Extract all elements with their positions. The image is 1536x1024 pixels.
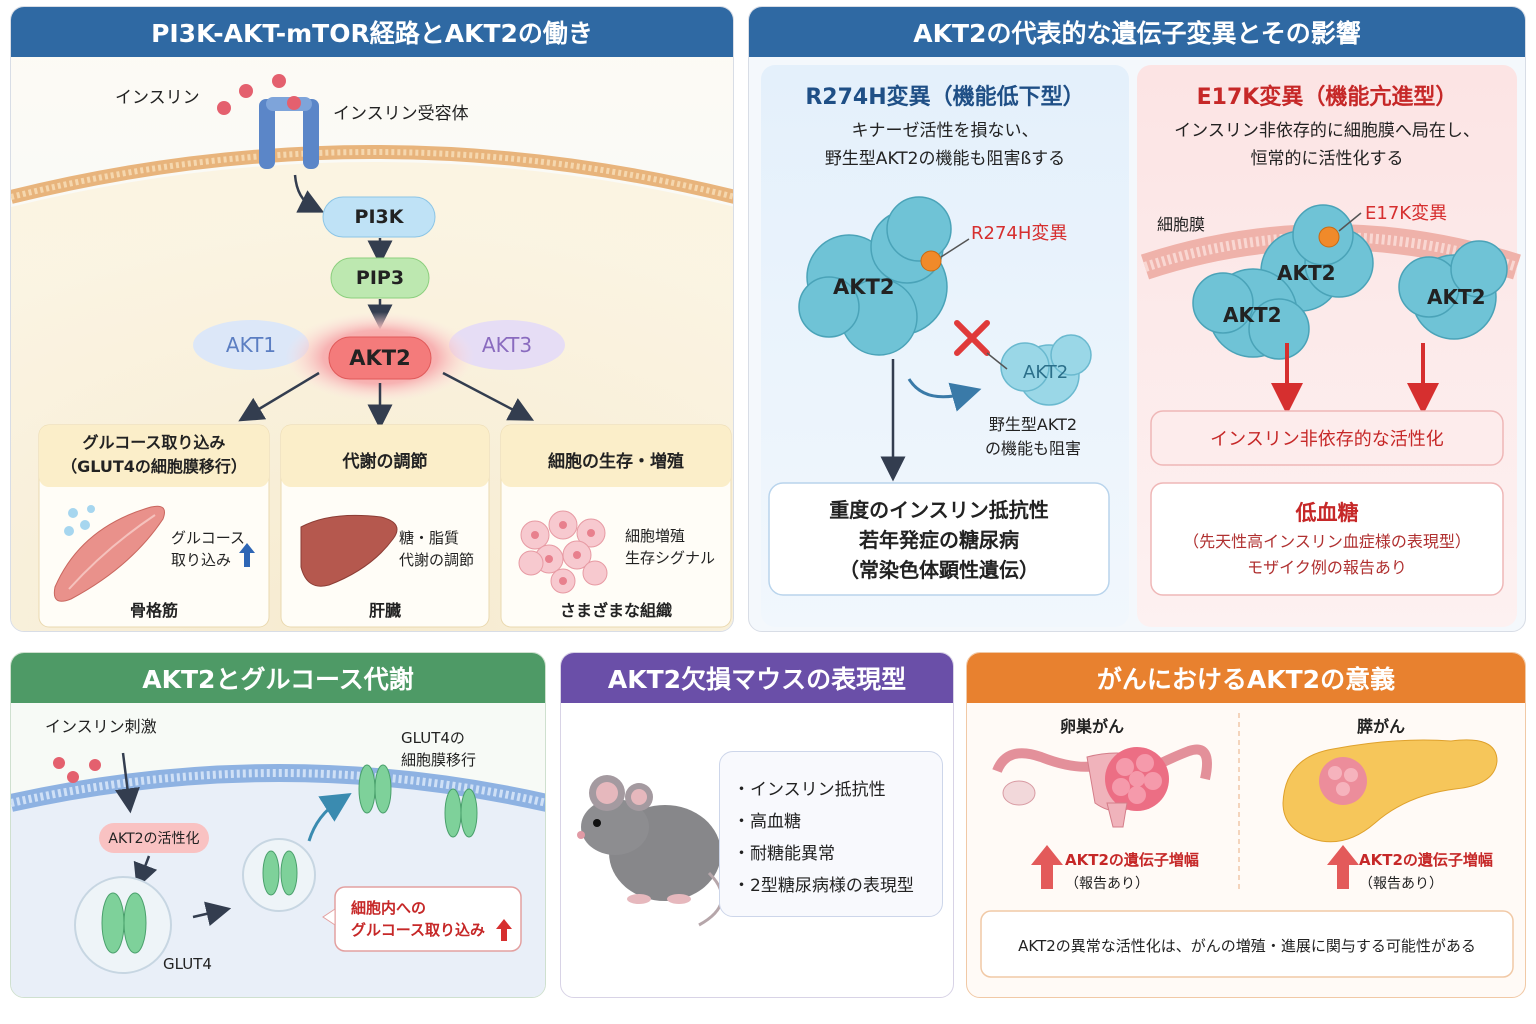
akt3-node <box>449 320 565 370</box>
cancer-diagram <box>980 713 1514 978</box>
ovary-icon <box>992 744 1212 828</box>
e17k-result-title: 低血糖 <box>1295 501 1359 525</box>
inhibition-x-icon <box>954 320 990 356</box>
phenotype-item: ・インスリン抵抗性 <box>733 780 886 800</box>
mutations-panel: AKT2の代表的な遺伝子変異とその影響 <box>748 6 1526 632</box>
e17k-title: E17K変異（機能亢進型） <box>1196 85 1458 110</box>
insulin-molecule-icon <box>217 74 301 115</box>
e17k-protein-label-3: AKT2 <box>1427 285 1486 309</box>
pip3-node <box>330 257 430 299</box>
r274h-desc: キナーゼ活性を損ない、 野生型AKT2の機能も阻害ßする <box>824 121 1066 169</box>
glucose-uptake-label: 細胞内への グルコース取り込み <box>351 899 485 939</box>
glut4-translocation-label: GLUT4の 細胞膜移行 <box>401 729 477 769</box>
pip3-label: PIP3 <box>355 267 405 289</box>
muscle-icon <box>53 505 165 602</box>
up-arrow-icon <box>496 919 512 941</box>
akt2-activation-label: AKT2の活性化 <box>108 831 200 847</box>
akt2-membrane-protein-icon <box>1192 204 1508 360</box>
r274h-mutation-label: R274H変異 <box>971 223 1068 244</box>
mutations-diagram <box>768 196 1521 596</box>
glut4-membrane-icon <box>358 764 478 838</box>
pathway-title: PI3K-AKT-mTOR経路とAKT2の働き <box>11 7 733 57</box>
akt2-wildtype-protein-icon <box>1000 334 1092 406</box>
e17k-protein-label-1: AKT2 <box>1277 261 1336 285</box>
e17k-mutation-site <box>1318 226 1340 248</box>
receptor-label: インスリン受容体 <box>333 104 469 124</box>
up-arrow-icon <box>1031 845 1063 889</box>
r274h-title: R274H変異（機能低下型） <box>805 85 1085 110</box>
akt2-node <box>328 336 432 380</box>
pi3k-label: PI3K <box>354 206 404 228</box>
mutations-title: AKT2の代表的な遺伝子変異とその影響 <box>749 7 1525 57</box>
up-arrow-icon <box>239 543 255 567</box>
ovary-note: （報告あり） <box>1065 876 1149 892</box>
phenotype-item: ・2型糖尿病様の表現型 <box>733 876 914 896</box>
pi3k-node <box>322 196 436 238</box>
glut4-icon <box>101 892 147 954</box>
card-survival-tissue: さまざまな組織 <box>559 601 672 620</box>
glut4-label: GLUT4 <box>163 955 212 973</box>
card-glucose-note: グルコース 取り込み <box>171 529 245 569</box>
mouse-icon <box>577 775 724 927</box>
e17k-result-sub: （先天性高インスリン血症様の表現型） モザイク例の報告あり <box>1183 532 1471 577</box>
cancer-summary: AKT2の異常な活性化は、がんの増殖・進展に関与する可能性がある <box>1018 937 1476 955</box>
mouse-phenotype-box <box>719 751 943 917</box>
r274h-protein-label: AKT2 <box>833 275 895 299</box>
glucose-title: AKT2とグルコース代謝 <box>11 653 545 703</box>
mouse-title: AKT2欠損マウスの表現型 <box>561 653 953 703</box>
card-metabolism-title: 代謝の調節 <box>342 452 428 472</box>
ovary-amplification: AKT2の遺伝子増幅 <box>1065 851 1199 869</box>
insulin-molecule-icon <box>53 757 101 783</box>
akt3-label: AKT3 <box>481 333 533 357</box>
card-metabolism-tissue: 肝臓 <box>368 601 401 620</box>
pathway-panel: PI3K-AKT-mTOR経路とAKT2の働き <box>10 6 734 632</box>
card-glucose-tissue: 骨格筋 <box>129 601 178 620</box>
glucose-panel: AKT2とグルコース代謝 <box>10 652 546 998</box>
e17k-mutation-label: E17K変異 <box>1365 203 1448 224</box>
pancreas-label: 膵がん <box>1356 717 1405 736</box>
pancreas-icon <box>1282 739 1498 843</box>
akt2-label: AKT2 <box>349 346 411 370</box>
card-survival-title: 細胞の生存・増殖 <box>548 452 684 472</box>
wildtype-note: 野生型AKT2 の機能も阻害 <box>984 415 1081 458</box>
cancer-title: がんにおけるAKT2の意義 <box>967 653 1525 703</box>
e17k-desc: インスリン非依存的に細胞膜へ局在し、 恒常的に活性化する <box>1174 121 1480 169</box>
card-glucose-title: グルコース取り込み （GLUT4の細胞膜移行） <box>61 433 247 476</box>
cancer-panel: がんにおけるAKT2の意義 卵巣がん AKT2の遺伝子増幅 （報告あり） 膵がん… <box>966 652 1526 998</box>
wildtype-protein-label: AKT2 <box>1023 362 1069 383</box>
e17k-effect: インスリン非依存的な活性化 <box>1210 429 1444 450</box>
phenotype-item: ・高血糖 <box>733 812 801 832</box>
insulin-stimulus-label: インスリン刺激 <box>45 717 157 736</box>
akt1-node <box>193 320 309 370</box>
phenotype-item: ・耐糖能異常 <box>733 844 835 864</box>
ovary-label: 卵巣がん <box>1059 717 1124 736</box>
pancreas-note: （報告あり） <box>1359 876 1443 892</box>
r274h-result: 重度のインスリン抵抗性 若年発症の糖尿病 （常染色体顕性遺伝） <box>829 498 1049 582</box>
pancreas-amplification: AKT2の遺伝子増幅 <box>1359 851 1493 869</box>
insulin-label: インスリン <box>115 88 200 108</box>
glucose-diagram <box>11 752 545 997</box>
card-survival-note: 細胞増殖 生存シグナル <box>625 527 716 567</box>
card-metabolism-note: 糖・脂質 代謝の調節 <box>399 529 475 569</box>
e17k-protein-label-2: AKT2 <box>1223 303 1282 327</box>
membrane-label: 細胞膜 <box>1157 215 1206 234</box>
liver-icon <box>300 514 398 587</box>
pathway-diagram <box>11 74 733 631</box>
mouse-panel: AKT2欠損マウスの表現型 ・インスリン抵抗性 ・高血糖 ・耐糖能異常 ・2型糖… <box>560 652 954 998</box>
akt2-mutant-protein-icon <box>798 196 952 356</box>
up-arrow-icon <box>1327 845 1359 889</box>
akt1-label: AKT1 <box>225 333 277 357</box>
r274h-mutation-site <box>920 250 942 272</box>
